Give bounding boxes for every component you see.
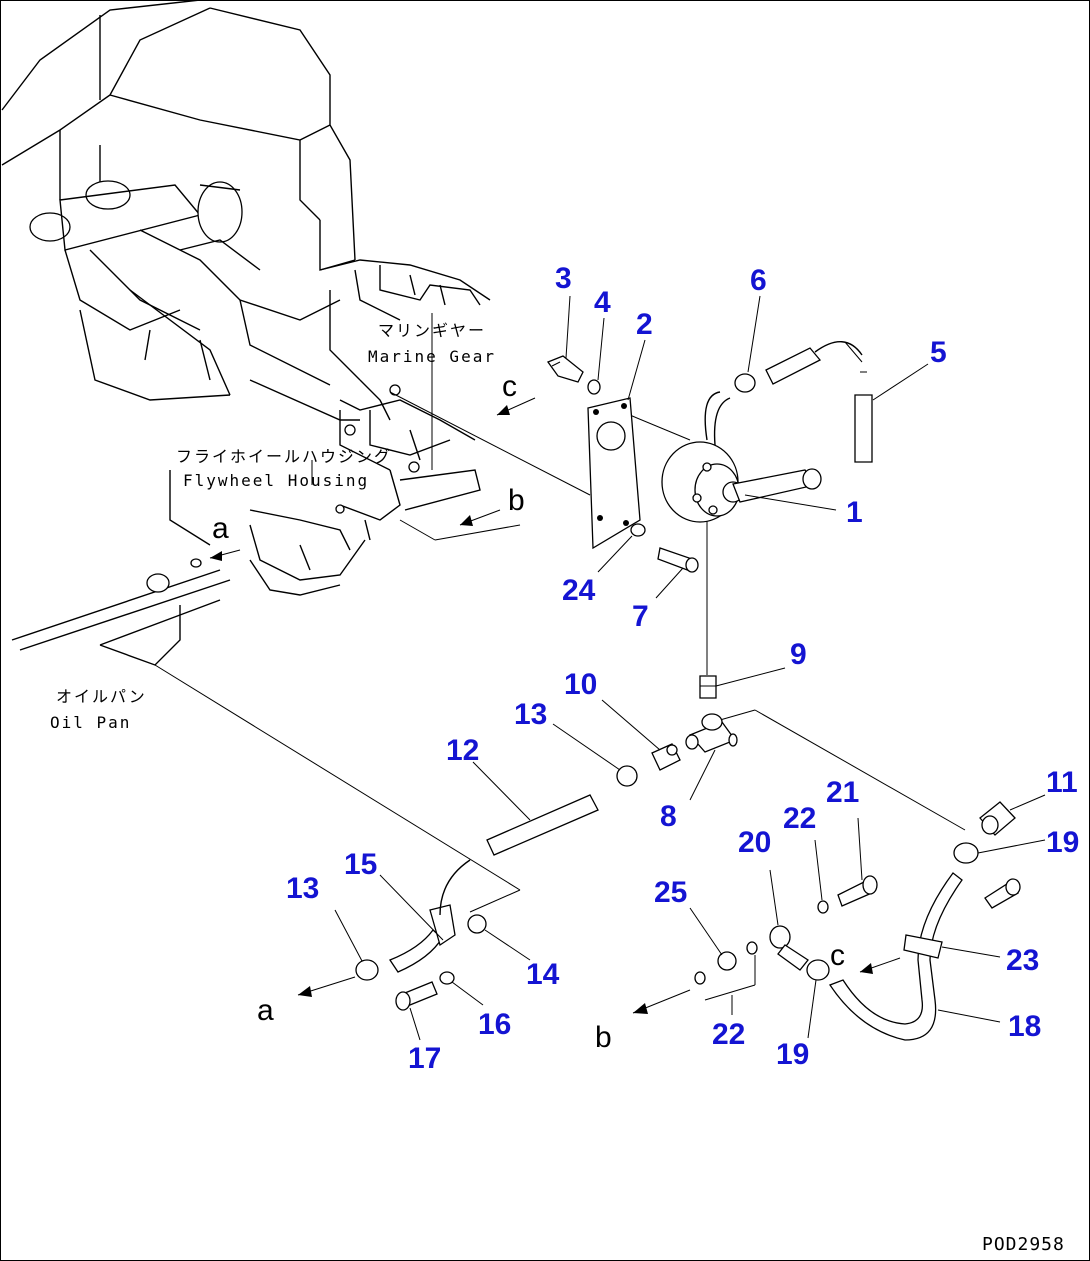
flywheel-housing-label-en: Flywheel Housing — [183, 471, 369, 490]
part-1-hand-pump — [661, 391, 822, 523]
callout-6: 6 — [750, 264, 767, 297]
part-13-clamp — [616, 765, 638, 787]
oil-pan-label-jp: オイルパン — [56, 687, 147, 706]
part-25-washer — [717, 951, 737, 971]
part-22-washer — [817, 900, 829, 914]
callout-25: 25 — [654, 876, 687, 909]
ref-letter-a-upper: a — [212, 512, 229, 545]
callout-leaders — [334, 295, 1046, 1041]
part-24-washer — [630, 523, 646, 537]
ref-letter-c-lower: c — [830, 939, 845, 972]
part-7-bolt — [657, 547, 699, 573]
part-11-fitting — [979, 801, 1016, 836]
marine-gear-label-en: Marine Gear — [368, 347, 496, 366]
oil-pan-label-en: Oil Pan — [50, 713, 131, 732]
part-22-washer-lower — [694, 971, 706, 985]
reference-arrows — [209, 397, 901, 1014]
callout-4: 4 — [594, 286, 611, 319]
callout-22-upper: 22 — [783, 802, 816, 835]
part-14-washer — [467, 914, 487, 934]
marine-gear-label-jp: マリンギヤー — [378, 321, 486, 340]
callout-11: 11 — [1046, 766, 1078, 799]
part-10-fitting — [651, 743, 681, 771]
part-22-washer-upper — [746, 941, 758, 955]
callout-5: 5 — [930, 336, 947, 369]
callout-8: 8 — [660, 800, 677, 833]
part-21-bolt — [837, 875, 878, 907]
ref-letter-c-upper: c — [502, 370, 517, 403]
part-9-connector — [699, 675, 717, 699]
callout-23: 23 — [1006, 944, 1039, 977]
callout-1: 1 — [846, 496, 863, 529]
part-23-bracket — [903, 934, 943, 959]
part-13-clamp-lower — [355, 959, 379, 981]
part-12-hose — [486, 794, 599, 856]
part-17-bolt — [395, 981, 438, 1011]
ref-letter-b-upper: b — [508, 484, 525, 517]
callout-14: 14 — [526, 958, 560, 991]
ref-letter-b-lower: b — [595, 1021, 612, 1054]
callout-15: 15 — [344, 848, 377, 881]
flywheel-housing-body — [169, 259, 491, 596]
callout-18: 18 — [1008, 1010, 1041, 1043]
callout-9: 9 — [790, 638, 807, 671]
part-23-bolt — [984, 878, 1021, 909]
callout-12: 12 — [446, 734, 479, 767]
engine-pipe-end — [197, 181, 243, 243]
callout-13-lower: 13 — [286, 872, 319, 905]
callout-24: 24 — [562, 574, 596, 607]
drawing-code: POD2958 — [982, 1234, 1065, 1255]
part-3-bolt — [546, 355, 584, 383]
callout-22-lower: 22 — [712, 1018, 745, 1051]
part-19-clamp-lower — [806, 959, 830, 981]
ref-letter-a-lower: a — [257, 994, 274, 1027]
engine-port — [85, 180, 131, 210]
part-8-valve — [685, 713, 738, 753]
callout-13-upper: 13 — [514, 698, 547, 731]
callout-2: 2 — [636, 308, 653, 341]
callout-19-upper: 19 — [1046, 826, 1079, 859]
callout-10: 10 — [564, 668, 597, 701]
flywheel-housing-label-jp: フライホイールハウジング — [176, 447, 392, 466]
part-5-hose — [765, 341, 873, 463]
callout-7: 7 — [632, 600, 649, 633]
callout-3: 3 — [555, 262, 572, 295]
drain-plug — [146, 573, 170, 593]
reference-lines — [154, 313, 966, 1001]
callout-20: 20 — [738, 826, 771, 859]
part-16-washer — [439, 971, 455, 985]
callout-21: 21 — [826, 776, 859, 809]
oil-pan-rail — [11, 558, 231, 666]
part-20-banjo — [769, 925, 809, 971]
callout-16: 16 — [478, 1008, 511, 1041]
part-18-hose — [829, 872, 963, 1041]
part-6-clamp — [734, 373, 756, 393]
part-4-washer — [587, 379, 601, 395]
part-15-hose-bend — [389, 859, 471, 973]
engine-block — [1, 0, 360, 421]
part-2-bracket — [587, 397, 641, 550]
callout-17: 17 — [408, 1042, 441, 1075]
callout-19-lower: 19 — [776, 1038, 809, 1071]
engine-port — [29, 212, 71, 242]
